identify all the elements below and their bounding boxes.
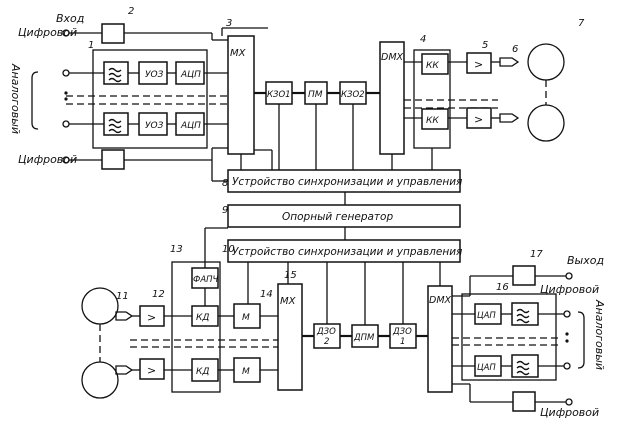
analog-input-group-top: Аналоговый УОЗ АЦП УОЗ АЦП — [9, 49, 228, 149]
cap-label: ЦАП — [477, 363, 496, 373]
label-analog-in: Аналоговый — [9, 63, 22, 134]
ref-number: 16 — [496, 282, 509, 293]
kk-label: КК — [426, 61, 439, 71]
ref-number: 15 — [284, 270, 297, 281]
ref-number: 5 — [482, 40, 488, 51]
ref-number: 6 — [512, 44, 518, 55]
kd-label: КД — [196, 313, 209, 323]
sync-bottom-label: Устройство синхронизации и управления — [232, 246, 462, 258]
ref-generator — [227, 204, 461, 228]
uoz-label: УОЗ — [145, 70, 164, 80]
amp-label: > — [147, 364, 156, 377]
pm-label: ПМ — [308, 90, 323, 100]
mx-bottom — [277, 283, 303, 391]
ref-number: 7 — [578, 18, 585, 29]
ref-number: 11 — [116, 291, 129, 302]
ref-number: 2 — [128, 6, 134, 17]
kk-label: КК — [426, 116, 439, 126]
acp-label: АЦП — [180, 70, 201, 80]
ref-number: 10 — [222, 244, 235, 255]
acp-label: АЦП — [180, 121, 201, 131]
label-analog-out: Аналоговый — [593, 299, 606, 370]
kzo2-label: КЗО2 — [341, 90, 365, 100]
ref-number: 9 — [222, 205, 228, 216]
amp-label: > — [474, 58, 483, 71]
digital-input-top-second: Цифровой — [18, 147, 228, 170]
ref-number: 3 — [226, 18, 232, 29]
ref-number: 4 — [420, 34, 426, 45]
m-label: М — [242, 367, 250, 377]
reel-top-1 — [527, 43, 565, 81]
m-label: М — [242, 313, 250, 323]
ref-number: 17 — [530, 249, 543, 260]
sync-bottom — [227, 239, 461, 263]
ref-number: 1 — [88, 40, 94, 51]
ref-number: 8 — [222, 178, 228, 189]
cap-label: ЦАП — [477, 311, 496, 321]
mx-bottom-label: MX — [280, 296, 297, 307]
label-digital-out-top: Цифровой — [540, 283, 599, 296]
ref-number: 13 — [170, 244, 183, 255]
reel-bottom-2 — [81, 361, 119, 399]
reel-top-2 — [527, 104, 565, 142]
label-digital-out-bottom: Цифровой — [540, 406, 599, 419]
dzo1-label: ДЗО — [392, 327, 412, 337]
dmx-bottom-label: DMX — [429, 295, 452, 306]
block-17 — [512, 265, 536, 286]
sync-top-label: Устройство синхронизации и управления — [232, 176, 462, 188]
ref-number: 14 — [260, 289, 273, 300]
fapch-label: ФАПЧ — [193, 275, 219, 285]
dpm-label: ДПМ — [353, 333, 375, 343]
dzo2-index: 2 — [324, 337, 329, 347]
dzo1-index: 1 — [400, 337, 405, 347]
label-vyhod: Выход — [567, 254, 604, 267]
ref-number: 12 — [152, 289, 165, 300]
dzo2-label: ДЗО — [316, 327, 336, 337]
dmx-top-label: DMX — [381, 52, 404, 63]
label-vhod: Вход — [56, 12, 84, 25]
kzo1-label: КЗО1 — [267, 90, 291, 100]
dmx-bottom — [427, 285, 453, 393]
mx-top-label: MX — [230, 48, 247, 59]
block-2 — [101, 23, 125, 44]
kd-label: КД — [196, 367, 209, 377]
mx-top — [227, 35, 255, 155]
digital-input-top: Вход Цифровой — [18, 12, 228, 44]
ref-generator-label: Опорный генератор — [282, 211, 393, 223]
label-digital-in-top: Цифровой — [18, 26, 77, 39]
reel-bottom-1 — [81, 287, 119, 325]
dmx-top — [379, 41, 405, 155]
amp-label: > — [474, 113, 483, 126]
label-digital-in-bottom: Цифровой — [18, 153, 77, 166]
amp-label: > — [147, 311, 156, 324]
uoz-label: УОЗ — [145, 121, 164, 131]
